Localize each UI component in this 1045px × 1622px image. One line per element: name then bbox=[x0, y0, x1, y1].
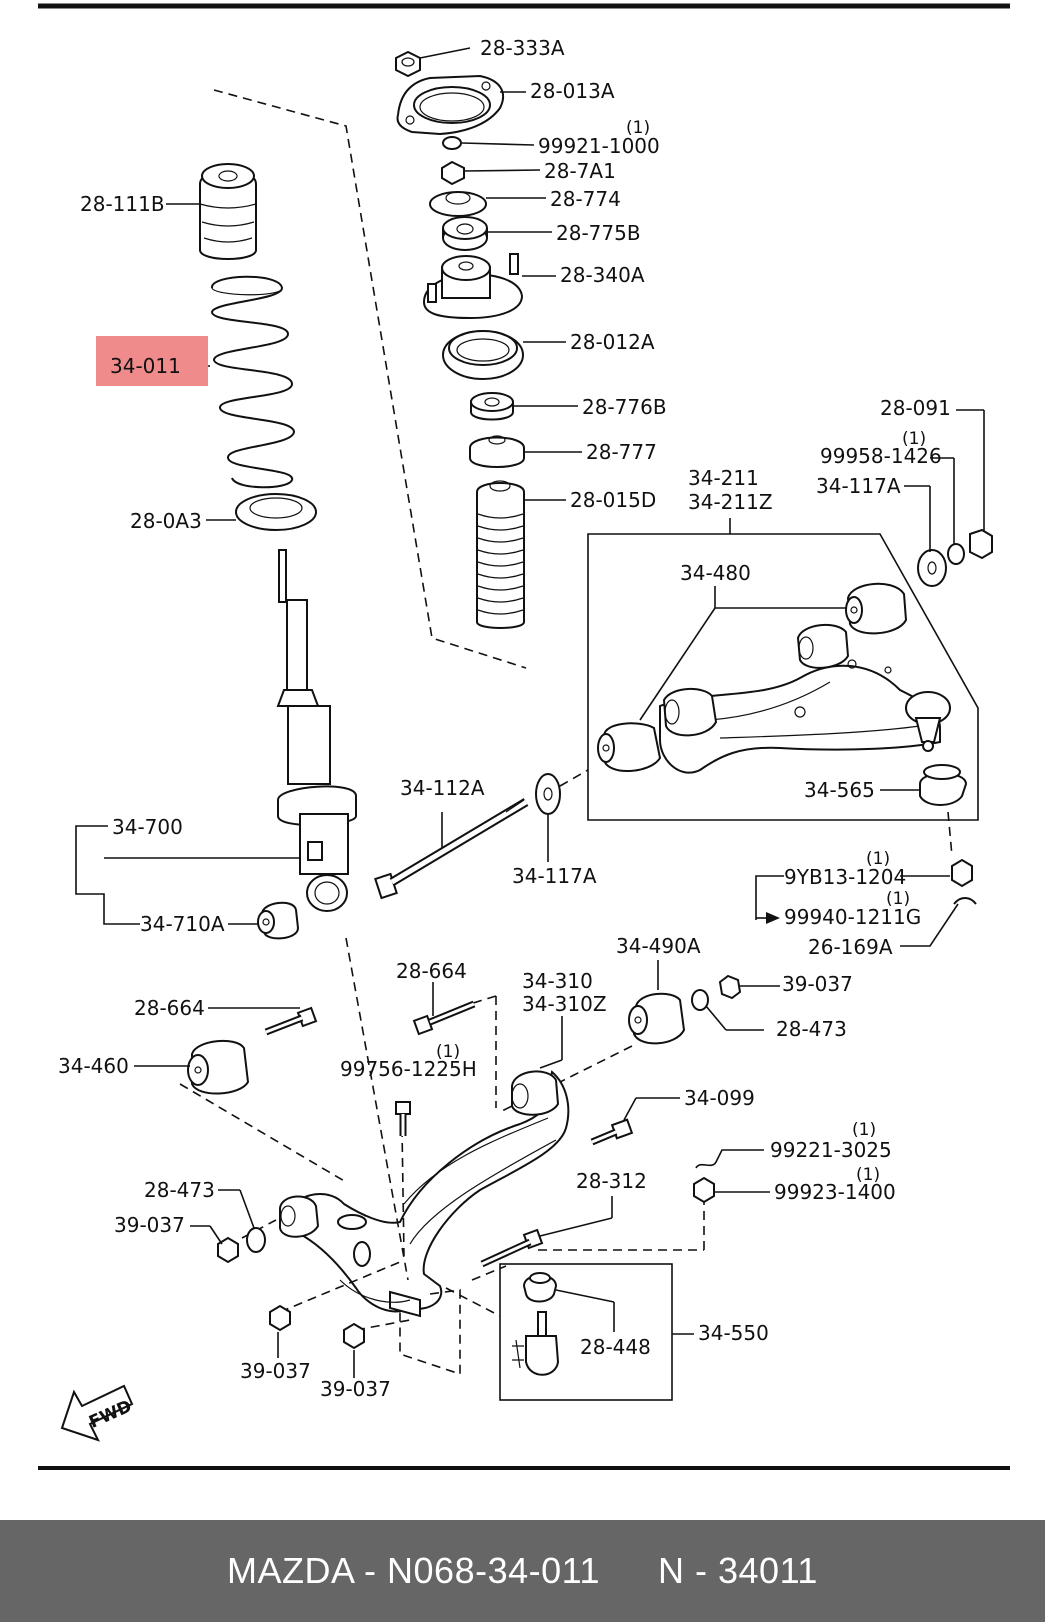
qty-99940-1211G: (1) bbox=[886, 889, 910, 909]
label-26-169A: 26-169A bbox=[808, 935, 893, 959]
label-28-0A3: 28-0A3 bbox=[130, 509, 202, 533]
label-34-550: 34-550 bbox=[698, 1321, 769, 1345]
label-28-091: 28-091 bbox=[880, 396, 951, 420]
ball-joint-assembly bbox=[499, 1263, 694, 1401]
label-9YB13-1204: 9YB13-1204 bbox=[784, 865, 906, 889]
label-39-037-right: 39-037 bbox=[782, 972, 853, 996]
lower-arm-assembly bbox=[179, 937, 705, 1376]
tie-rod-fasteners bbox=[755, 858, 977, 947]
label-39-037-left: 39-037 bbox=[114, 1213, 185, 1237]
label-28-776B: 28-776B bbox=[582, 395, 667, 419]
label-99756-1225H: 99756-1225H bbox=[340, 1057, 477, 1081]
qty-99921-1000: (1) bbox=[626, 118, 650, 138]
caption-bar: MAZDA - N068-34-011 N - 34011 bbox=[0, 1520, 1045, 1622]
highlight-box bbox=[96, 336, 208, 386]
label-28-340A: 28-340A bbox=[560, 263, 645, 287]
label-34-011: 34-011 bbox=[110, 354, 181, 378]
exploded-suspension-drawing: FWD 28-333A 28-013A (1) 99921-1000 28-7A… bbox=[38, 3, 1010, 1470]
qty-99923-1400: (1) bbox=[856, 1165, 880, 1185]
label-28-664-upper: 28-664 bbox=[396, 959, 467, 983]
label-28-333A: 28-333A bbox=[480, 36, 565, 60]
label-99940-1211G: 99940-1211G bbox=[784, 905, 921, 929]
qty-99958-1426: (1) bbox=[902, 429, 926, 449]
label-34-099: 34-099 bbox=[684, 1086, 755, 1110]
label-99221-3025: 99221-3025 bbox=[770, 1138, 892, 1162]
label-34-211: 34-211 bbox=[688, 466, 759, 490]
lower-rear-bushing-group bbox=[499, 960, 780, 1113]
label-34-565: 34-565 bbox=[804, 778, 875, 802]
label-34-710A: 34-710A bbox=[140, 912, 225, 936]
label-28-7A1: 28-7A1 bbox=[544, 159, 616, 183]
forward-arrow-icon: FWD bbox=[60, 1384, 135, 1442]
label-28-774: 28-774 bbox=[550, 187, 621, 211]
label-34-480: 34-480 bbox=[680, 561, 751, 585]
label-28-775B: 28-775B bbox=[556, 221, 641, 245]
label-34-117A-bolt: 34-117A bbox=[512, 864, 597, 888]
lower-left-fasteners bbox=[190, 1189, 365, 1378]
qty-9YB13-1204: (1) bbox=[866, 849, 890, 869]
label-99958-1426: 99958-1426 bbox=[820, 444, 942, 468]
label-34-211Z: 34-211Z bbox=[688, 490, 773, 514]
label-34-700: 34-700 bbox=[112, 815, 183, 839]
upper-mount-stack bbox=[395, 47, 582, 629]
label-28-015D: 28-015D bbox=[570, 488, 656, 512]
label-99921-1000: 99921-1000 bbox=[538, 134, 660, 158]
label-99923-1400: 99923-1400 bbox=[774, 1180, 896, 1204]
label-39-037-bottom-b: 39-037 bbox=[320, 1377, 391, 1401]
label-28-664-left: 28-664 bbox=[134, 996, 205, 1020]
label-34-112A: 34-112A bbox=[400, 776, 485, 800]
label-28-312: 28-312 bbox=[576, 1169, 647, 1193]
label-28-473-left: 28-473 bbox=[144, 1178, 215, 1202]
label-34-490A: 34-490A bbox=[616, 934, 701, 958]
part-labels: 28-333A 28-013A (1) 99921-1000 28-7A1 28… bbox=[58, 36, 951, 1401]
label-34-310Z: 34-310Z bbox=[522, 992, 607, 1016]
label-28-777: 28-777 bbox=[586, 440, 657, 464]
upper-arm-fasteners bbox=[904, 409, 993, 587]
qty-99756-1225H: (1) bbox=[436, 1042, 460, 1062]
label-34-460: 34-460 bbox=[58, 1054, 129, 1078]
lower-front-bushing-group bbox=[134, 982, 476, 1136]
label-34-310: 34-310 bbox=[522, 969, 593, 993]
caption-brand-part-number: MAZDA - N068-34-011 bbox=[227, 1550, 601, 1591]
parts-diagram: FWD 28-333A 28-013A (1) 99921-1000 28-7A… bbox=[38, 3, 1010, 1470]
spring-and-damper bbox=[75, 163, 357, 940]
upper-arm-assembly bbox=[587, 518, 979, 857]
assembly-dashed-outline bbox=[213, 89, 527, 669]
qty-99221-3025: (1) bbox=[852, 1120, 876, 1140]
through-bolt bbox=[374, 769, 589, 900]
label-39-037-bottom-a: 39-037 bbox=[240, 1359, 311, 1383]
label-28-448: 28-448 bbox=[580, 1335, 651, 1359]
caption-short-code: N - 34011 bbox=[658, 1550, 818, 1591]
label-34-117A-washer: 34-117A bbox=[816, 474, 901, 498]
label-28-111B: 28-111B bbox=[80, 192, 165, 216]
label-28-012A: 28-012A bbox=[570, 330, 655, 354]
label-28-473-right: 28-473 bbox=[776, 1017, 847, 1041]
label-28-013A: 28-013A bbox=[530, 79, 615, 103]
lower-right-fasteners bbox=[480, 1097, 770, 1268]
